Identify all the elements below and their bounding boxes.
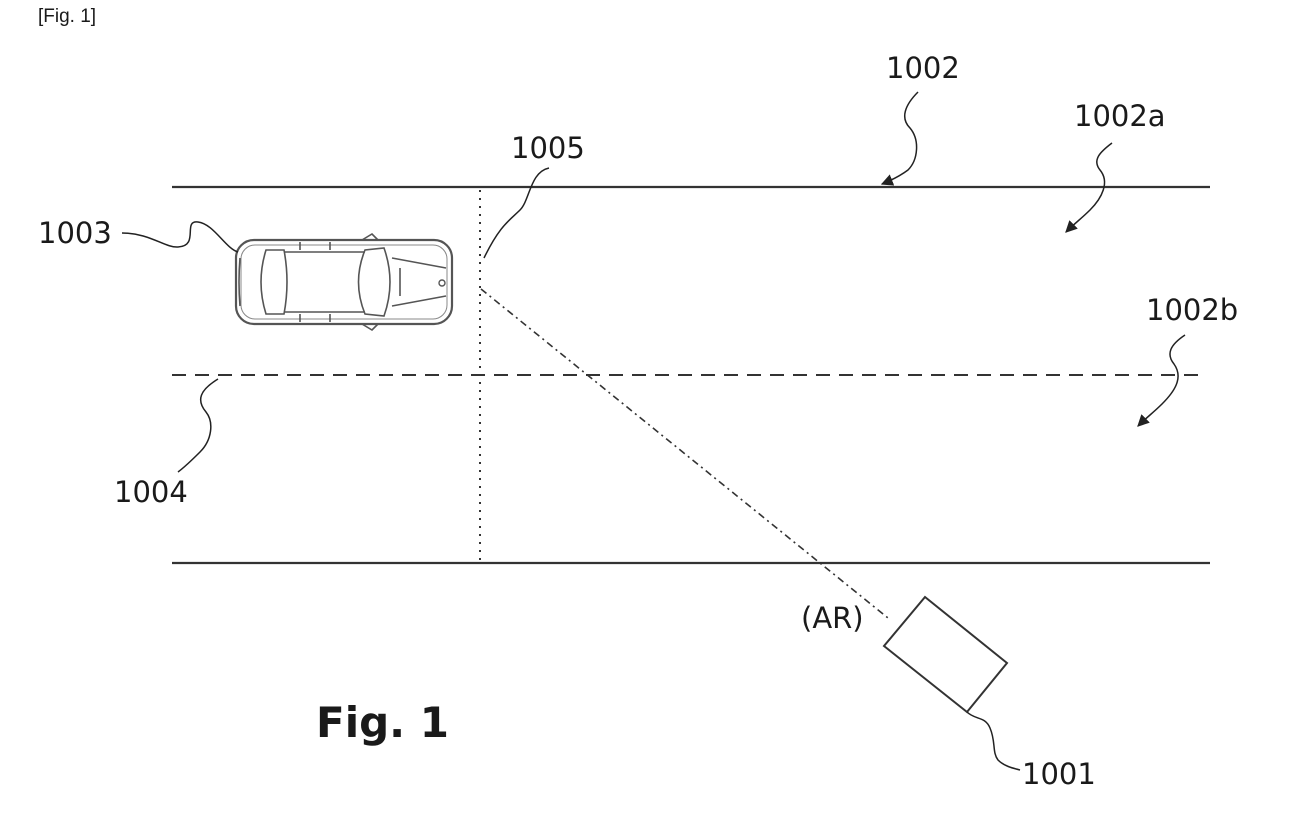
leader-1004 bbox=[178, 379, 218, 472]
vehicle-icon bbox=[236, 234, 452, 330]
label-sensor-tag: (AR) bbox=[801, 601, 864, 635]
leader-1005 bbox=[484, 168, 549, 258]
label-sensor: 1001 bbox=[1022, 757, 1096, 791]
sensor-device-icon bbox=[884, 597, 1007, 712]
label-road: 1002 bbox=[886, 51, 960, 85]
label-vehicle: 1003 bbox=[38, 216, 112, 250]
label-lane-a: 1002a bbox=[1074, 99, 1166, 133]
label-lane-b: 1002b bbox=[1146, 293, 1238, 327]
leader-arrow-1002 bbox=[882, 92, 918, 184]
label-lane-marking: 1004 bbox=[114, 475, 188, 509]
leader-arrow-1002b bbox=[1138, 335, 1185, 426]
figure-caption: Fig. 1 bbox=[316, 698, 449, 747]
leader-1003 bbox=[122, 222, 238, 252]
figure-header: [Fig. 1] bbox=[38, 6, 96, 27]
label-reference-line: 1005 bbox=[511, 131, 585, 165]
leader-1001 bbox=[967, 712, 1020, 770]
measurement-line bbox=[481, 289, 888, 618]
